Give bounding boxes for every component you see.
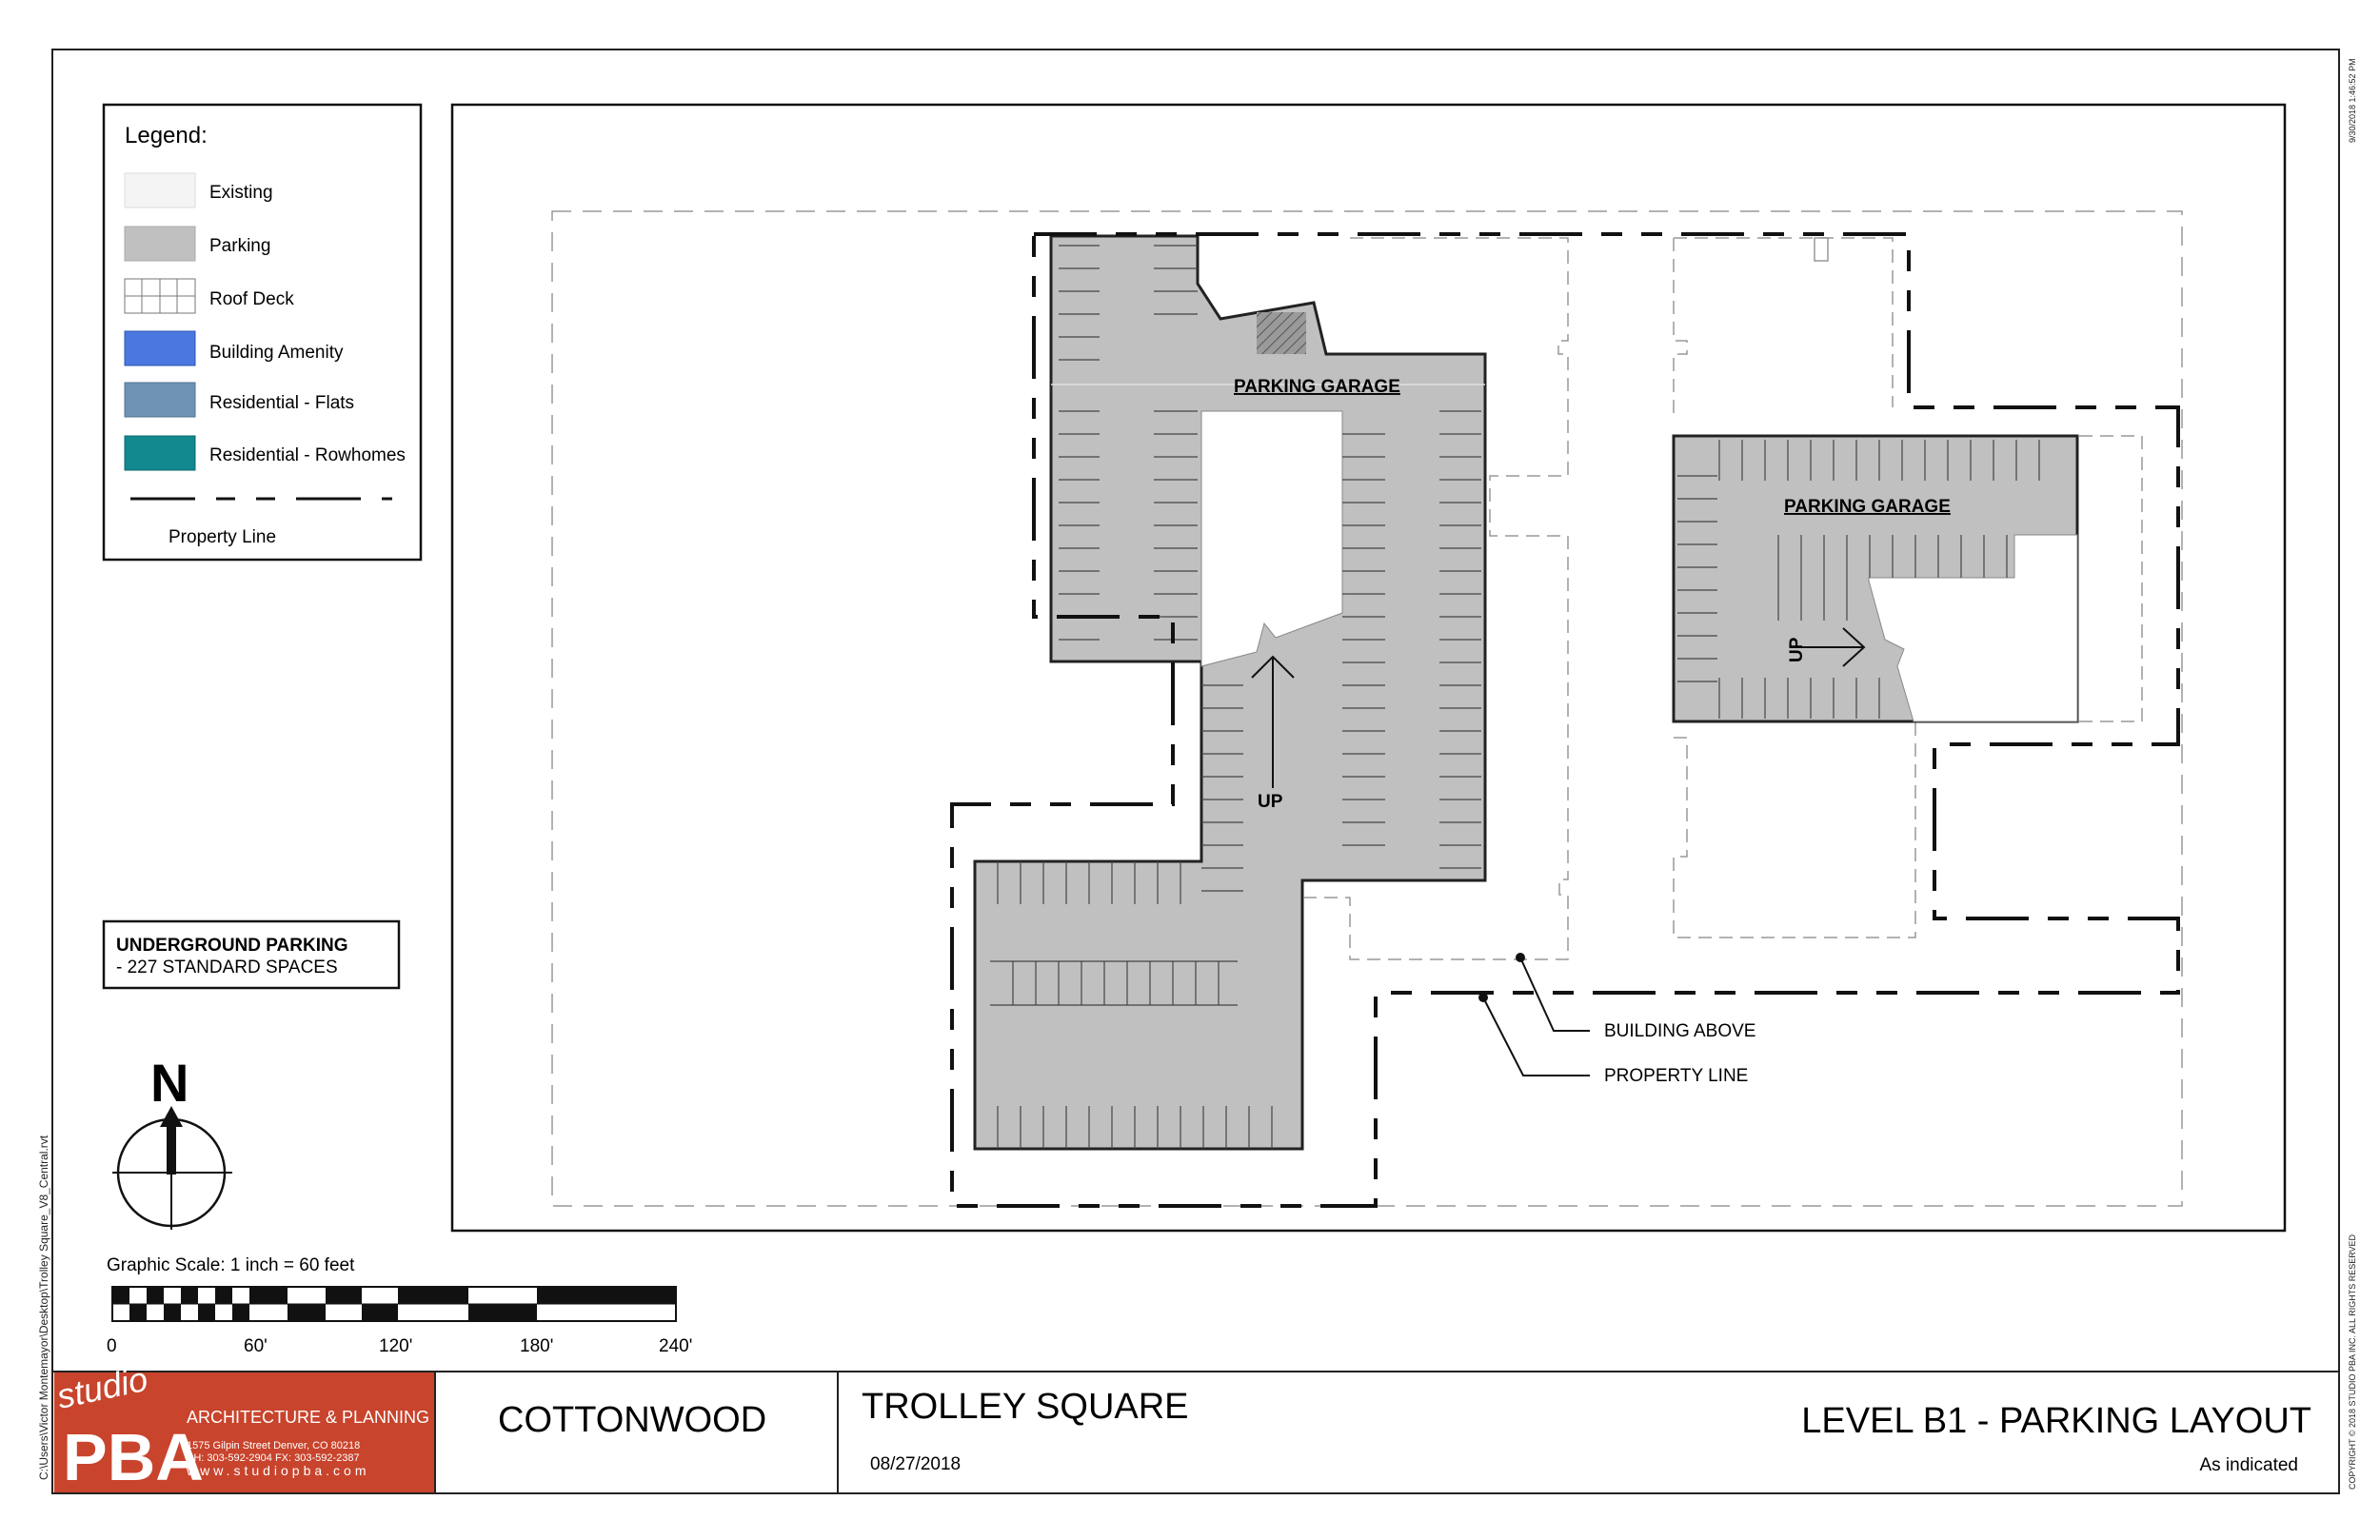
- logo-pba-text: PBA: [63, 1420, 204, 1494]
- project-name: TROLLEY SQUARE: [862, 1387, 1189, 1427]
- legend: Legend: Existing Parking Roof Deck Build…: [102, 103, 423, 562]
- legend-label-building-amenity: Building Amenity: [209, 343, 344, 363]
- firm-logo-panel: [54, 1372, 435, 1492]
- scale-tick-120: 120': [379, 1336, 412, 1356]
- legend-label-roof-deck: Roof Deck: [209, 289, 294, 309]
- firm-address-line1: 1575 Gilpin Street Denver, CO 80218: [187, 1440, 360, 1451]
- parking-summary-detail: - 227 STANDARD SPACES: [116, 958, 338, 977]
- property-line: [950, 232, 2180, 1208]
- west-ramp-arrow: [1251, 655, 1295, 788]
- firm-tagline: ARCHITECTURE & PLANNING: [187, 1408, 429, 1427]
- legend-swatch-residential-rowhomes: [124, 435, 196, 471]
- building-notch: [1814, 237, 1829, 262]
- legend-swatch-parking: [124, 226, 196, 262]
- legend-swatch-residential-flats: [124, 382, 196, 418]
- scale-caption: Graphic Scale: 1 inch = 60 feet: [107, 1255, 355, 1275]
- drawing-frame: [450, 103, 2287, 1233]
- parking-summary-title: UNDERGROUND PARKING: [116, 936, 347, 956]
- north-arrow: N: [112, 1053, 232, 1230]
- parking-summary-box: UNDERGROUND PARKING - 227 STANDARD SPACE…: [102, 919, 401, 990]
- stair-hatch: [1257, 312, 1306, 354]
- scale-tick-240: 240': [659, 1336, 692, 1356]
- legend-label-property-line: Property Line: [169, 527, 276, 547]
- issue-date: 08/27/2018: [870, 1454, 961, 1474]
- scale-tick-0: 0: [107, 1336, 117, 1356]
- legend-swatch-building-amenity: [124, 330, 196, 366]
- building-above-outline-east: [1673, 237, 2143, 938]
- legend-label-residential-flats: Residential - Flats: [209, 393, 354, 413]
- plot-timestamp: 9/30/2018 1:46:52 PM: [2348, 58, 2357, 143]
- scale-tick-180: 180': [520, 1336, 553, 1356]
- west-garage-fill: [973, 234, 1487, 1151]
- west-garage-courtyard: [1200, 410, 1343, 667]
- building-above-outline-center: [1304, 237, 1569, 960]
- site-boundary: [551, 210, 2183, 1207]
- east-ramp-arrow: [1790, 627, 1866, 667]
- callout-building-above: [1516, 953, 1590, 1032]
- site-plan: UP PARKING GARAGE: [551, 210, 2183, 1208]
- legend-label-existing: Existing: [209, 183, 273, 203]
- legend-label-residential-rowhomes: Residential - Rowhomes: [209, 445, 406, 465]
- west-ramp-label: UP: [1258, 792, 1283, 812]
- east-garage-void: [1868, 534, 2078, 722]
- east-stall-lines: [1677, 440, 2040, 719]
- graphic-scale: Graphic Scale: 1 inch = 60 feet 0 60' 12…: [107, 1255, 692, 1356]
- firm-website: www.studiopba.com: [186, 1463, 370, 1478]
- firm-address-line2: PH: 303-592-2904 FX: 303-592-2387: [187, 1452, 360, 1464]
- legend-swatch-existing: [124, 172, 196, 208]
- scale-note: As indicated: [2199, 1455, 2298, 1475]
- legend-label-parking: Parking: [209, 236, 270, 256]
- sheet-title: LEVEL B1 - PARKING LAYOUT: [1801, 1401, 2311, 1441]
- west-garage-label: PARKING GARAGE: [1234, 377, 1400, 397]
- client-name: COTTONWOOD: [498, 1400, 766, 1440]
- east-ramp-label: UP: [1787, 637, 1807, 662]
- file-path-text: C:\Users\Victor Montemayor\Desktop\Troll…: [37, 1135, 50, 1480]
- sheet-border: [51, 49, 2340, 1494]
- north-label: N: [150, 1053, 188, 1113]
- legend-swatch-roof-deck: [124, 278, 196, 314]
- east-garage-label: PARKING GARAGE: [1784, 497, 1951, 517]
- west-stall-lines: [990, 245, 1481, 1149]
- title-block: studio PBA ARCHITECTURE & PLANNING 1575 …: [52, 1359, 2339, 1494]
- copyright-text: COPYRIGHT © 2018 STUDIO PBA INC. ALL RIG…: [2348, 1234, 2357, 1490]
- callout-property-line: [1478, 993, 1590, 1076]
- scale-tick-60: 60': [244, 1336, 268, 1356]
- callout-property-line-label: PROPERTY LINE: [1604, 1066, 1748, 1086]
- legend-title: Legend:: [125, 123, 208, 148]
- callout-building-above-label: BUILDING ABOVE: [1604, 1021, 1755, 1041]
